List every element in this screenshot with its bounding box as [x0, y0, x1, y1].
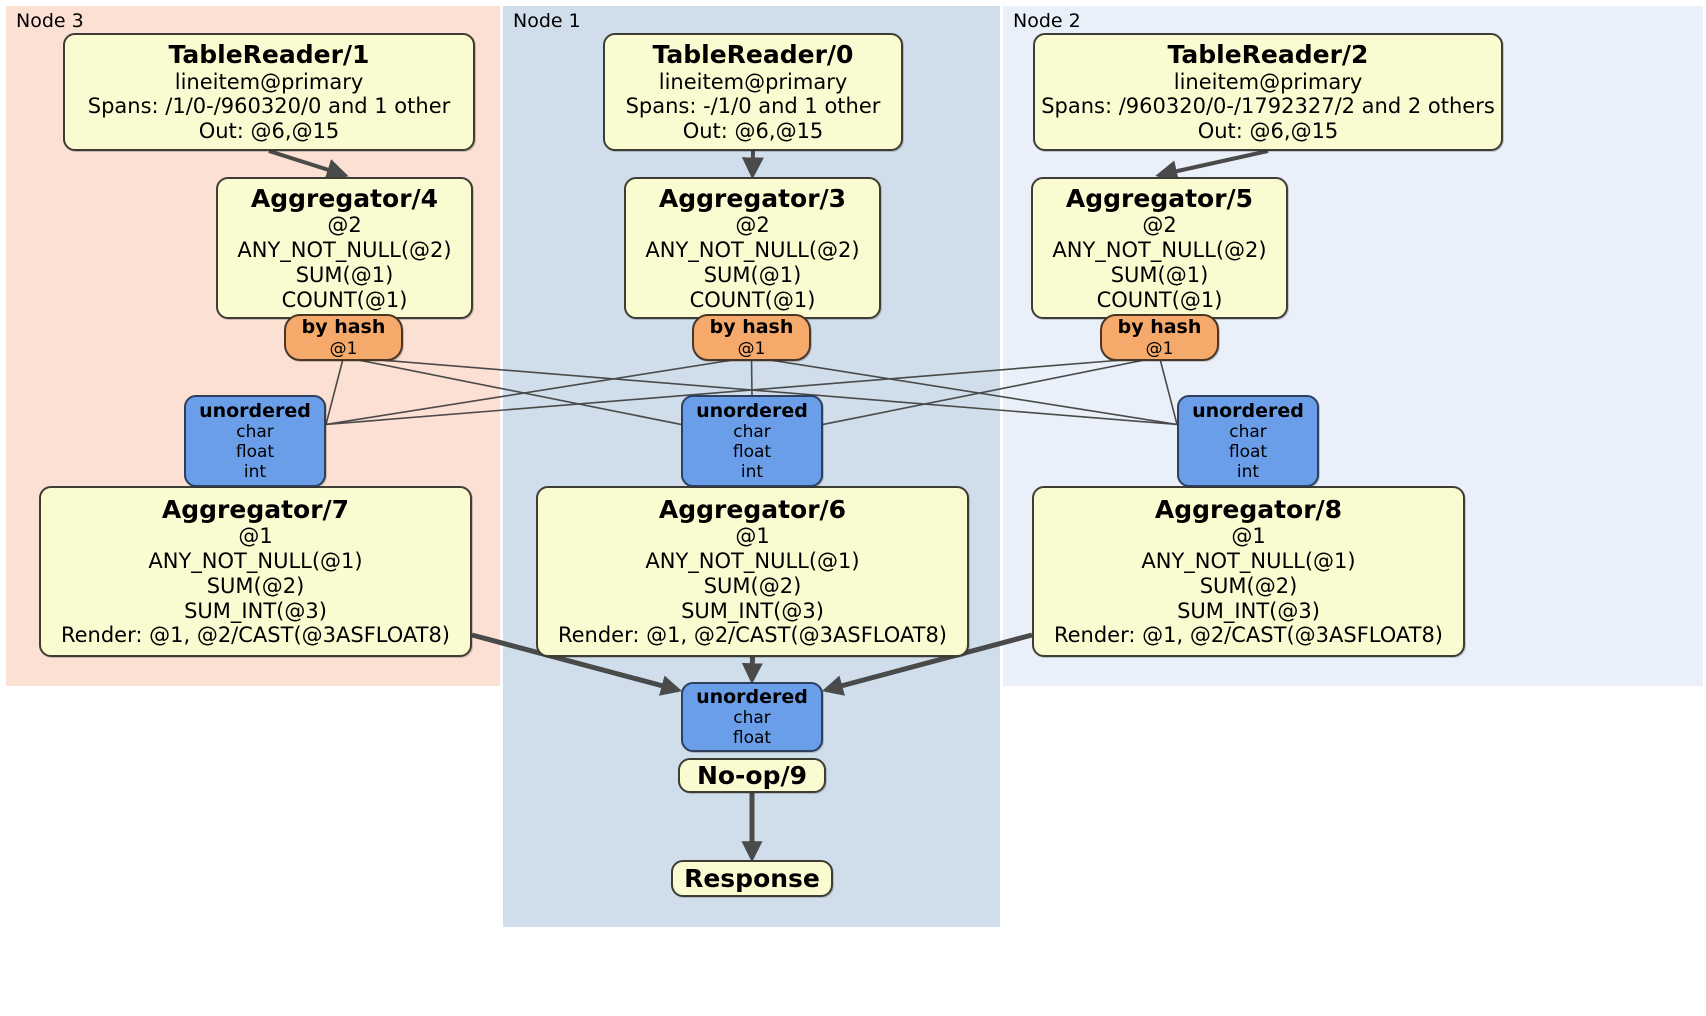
- node-detail-line: SUM(@1): [703, 262, 802, 287]
- node-detail-line: int: [1236, 462, 1260, 483]
- node-title: Response: [684, 863, 820, 893]
- node-detail-line: ANY_NOT_NULL(@2): [645, 237, 860, 262]
- node-response[interactable]: Response: [671, 860, 833, 897]
- node-title: Aggregator/4: [250, 183, 439, 213]
- node-detail-line: @1: [735, 524, 770, 549]
- node-detail-line: Render: @1, @2/CAST(@3ASFLOAT8): [60, 623, 451, 648]
- node-title: unordered: [1192, 399, 1304, 422]
- node-title: Aggregator/5: [1065, 183, 1254, 213]
- node-detail-line: Out: @6,@15: [1197, 119, 1339, 144]
- node-title: unordered: [696, 685, 808, 708]
- node-title: by hash: [1117, 316, 1202, 339]
- node-detail-line: lineitem@primary: [658, 69, 848, 94]
- node-detail-line: float: [235, 442, 275, 463]
- node-detail-line: SUM_INT(@3): [1177, 598, 1320, 623]
- node-detail-line: ANY_NOT_NULL(@2): [1052, 237, 1267, 262]
- node-detail-line: COUNT(@1): [281, 287, 408, 312]
- node-router-4[interactable]: by hash@1: [284, 314, 403, 361]
- node-detail-line: @2: [735, 213, 770, 238]
- node-detail-line: char: [236, 422, 274, 443]
- node-title: Aggregator/6: [658, 494, 847, 524]
- node-detail-line: lineitem@primary: [1173, 69, 1363, 94]
- node-detail-line: float: [732, 728, 772, 749]
- node-detail-line: @1: [1231, 524, 1266, 549]
- node-detail-line: Spans: -/1/0 and 1 other: [625, 94, 881, 119]
- node-detail-line: @1: [238, 524, 273, 549]
- node-detail-line: ANY_NOT_NULL(@1): [1141, 549, 1356, 574]
- node-detail-line: SUM(@2): [206, 573, 305, 598]
- node-title: unordered: [696, 399, 808, 422]
- node-detail-line: int: [243, 462, 267, 483]
- node-title: by hash: [301, 316, 386, 339]
- node-detail-line: Render: @1, @2/CAST(@3ASFLOAT8): [557, 623, 948, 648]
- node-panel-label: Node 2: [1013, 10, 1081, 32]
- node-detail-line: char: [733, 422, 771, 443]
- node-title: Aggregator/7: [161, 494, 350, 524]
- node-detail-line: @1: [737, 338, 766, 359]
- node-detail-line: SUM(@2): [703, 573, 802, 598]
- node-router-5[interactable]: by hash@1: [1100, 314, 1219, 361]
- node-noop-9[interactable]: No-op/9: [678, 758, 826, 793]
- node-detail-line: SUM(@1): [1110, 262, 1209, 287]
- node-detail-line: @1: [329, 338, 358, 359]
- node-detail-line: SUM_INT(@3): [184, 598, 327, 623]
- node-title: TableReader/1: [168, 40, 370, 70]
- node-title: TableReader/0: [652, 40, 854, 70]
- node-title: Aggregator/3: [658, 183, 847, 213]
- node-detail-line: @2: [1142, 213, 1177, 238]
- node-detail-line: char: [733, 708, 771, 729]
- node-detail-line: lineitem@primary: [174, 69, 364, 94]
- node-title: No-op/9: [696, 760, 808, 790]
- node-detail-line: ANY_NOT_NULL(@1): [148, 549, 363, 574]
- node-detail-line: @2: [327, 213, 362, 238]
- node-detail-line: SUM(@2): [1199, 573, 1298, 598]
- node-detail-line: Render: @1, @2/CAST(@3ASFLOAT8): [1053, 623, 1444, 648]
- node-title: Aggregator/8: [1154, 494, 1343, 524]
- node-detail-line: ANY_NOT_NULL(@1): [645, 549, 860, 574]
- node-detail-line: Spans: /960320/0-/1792327/2 and 2 others: [1041, 94, 1495, 119]
- node-detail-line: SUM_INT(@3): [681, 598, 824, 623]
- node-title: by hash: [709, 316, 794, 339]
- node-panel-label: Node 3: [16, 10, 84, 32]
- node-detail-line: ANY_NOT_NULL(@2): [237, 237, 452, 262]
- node-detail-line: float: [732, 442, 772, 463]
- node-detail-line: SUM(@1): [295, 262, 394, 287]
- node-detail-line: @1: [1145, 338, 1174, 359]
- node-panel-label: Node 1: [513, 10, 581, 32]
- node-detail-line: Spans: /1/0-/960320/0 and 1 other: [87, 94, 451, 119]
- node-title: TableReader/2: [1167, 40, 1369, 70]
- node-detail-line: Out: @6,@15: [682, 119, 824, 144]
- node-detail-line: COUNT(@1): [689, 287, 816, 312]
- node-detail-line: COUNT(@1): [1096, 287, 1223, 312]
- node-detail-line: Out: @6,@15: [198, 119, 340, 144]
- node-detail-line: int: [740, 462, 764, 483]
- node-router-3[interactable]: by hash@1: [692, 314, 811, 361]
- node-detail-line: float: [1228, 442, 1268, 463]
- node-detail-line: char: [1229, 422, 1267, 443]
- node-title: unordered: [199, 399, 311, 422]
